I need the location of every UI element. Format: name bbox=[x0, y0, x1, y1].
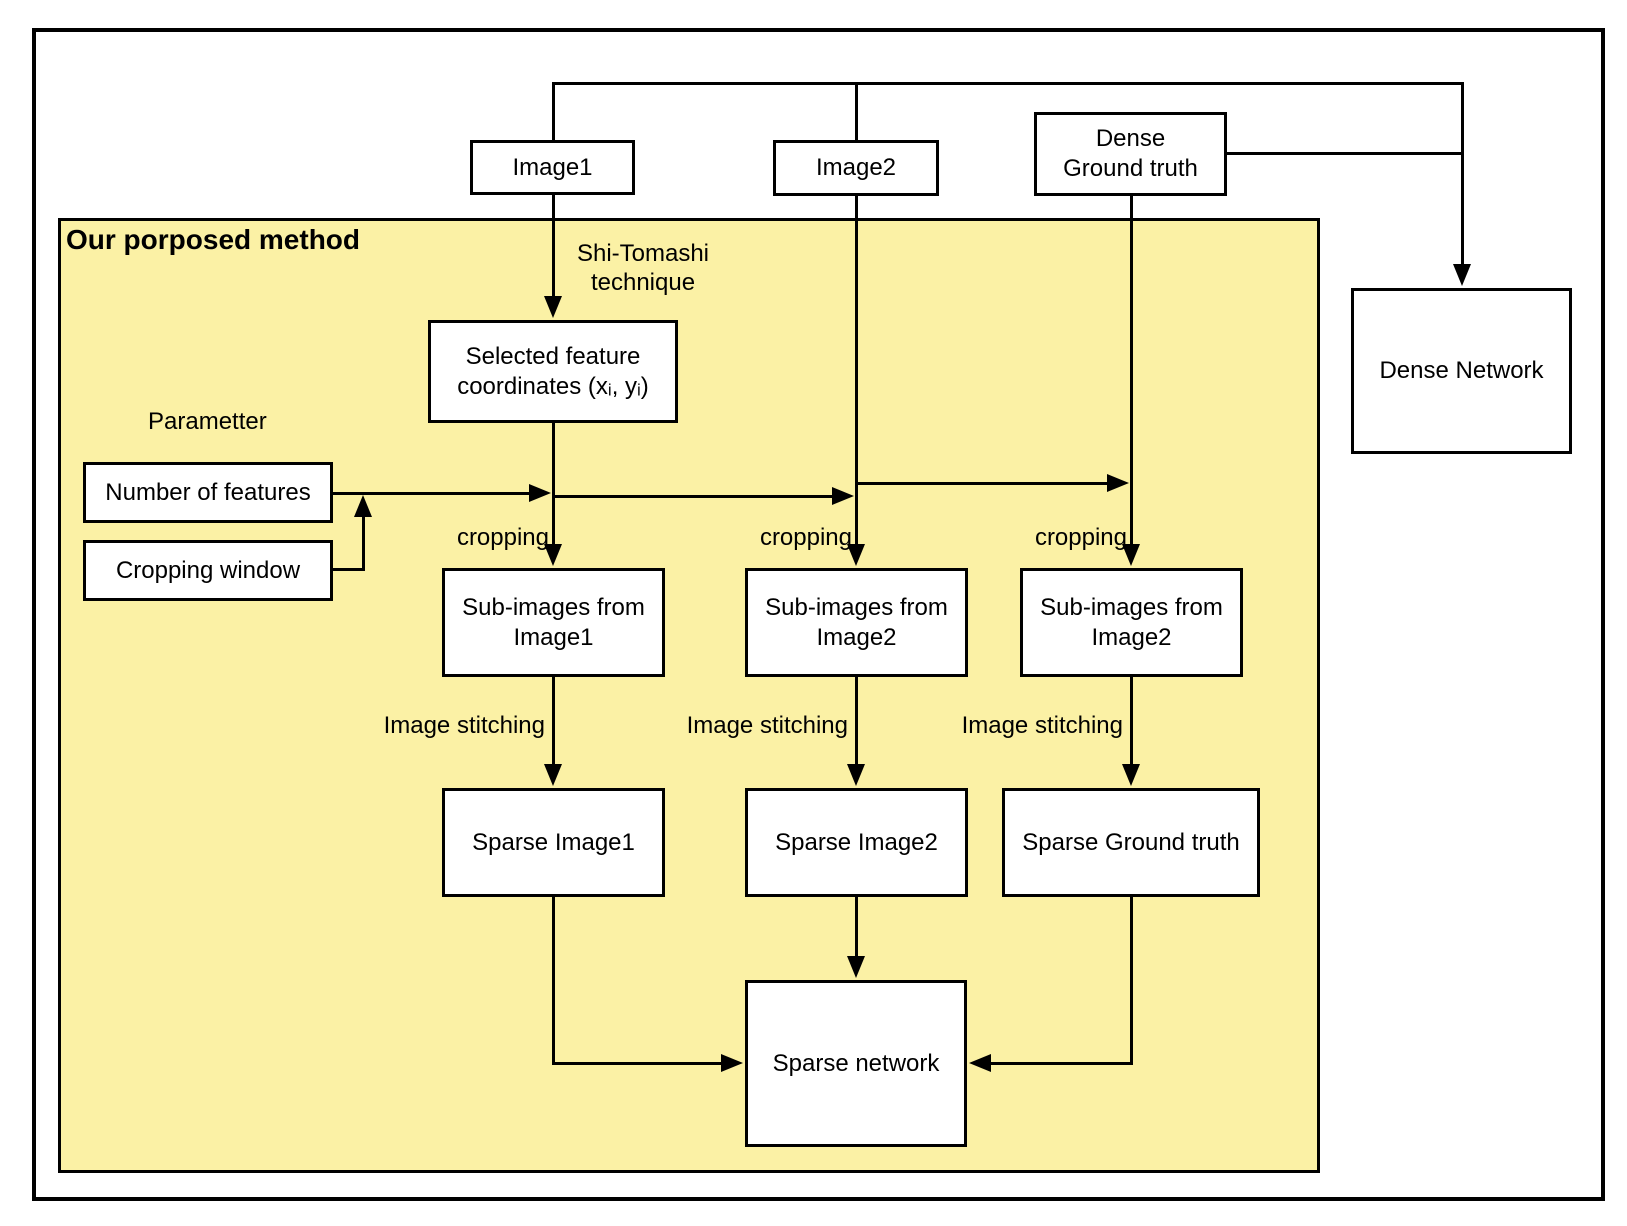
node-image1: Image1 bbox=[470, 140, 635, 195]
connector-sub1-to-sparse1 bbox=[552, 677, 555, 764]
node-cropping-window-label: Cropping window bbox=[115, 556, 301, 584]
arrowhead-into-sparse1 bbox=[544, 764, 562, 786]
connector-sparse1-down bbox=[552, 897, 555, 1065]
connector-parameters-seg1 bbox=[333, 492, 529, 495]
node-sparse-image2-label: Sparse Image2 bbox=[775, 828, 938, 856]
connector-top-to-image1 bbox=[552, 82, 555, 140]
node-sparse-image1: Sparse Image1 bbox=[442, 788, 665, 897]
node-selected-features: Selected feature coordinates (xᵢ, yᵢ) bbox=[428, 320, 678, 423]
connector-densegt-right bbox=[1227, 152, 1464, 155]
node-sparse-ground-truth: Sparse Ground truth bbox=[1002, 788, 1260, 897]
connector-sparsegt-down bbox=[1130, 897, 1133, 1065]
arrowhead-into-sub2 bbox=[847, 544, 865, 566]
arrowhead-croppingwindow-up bbox=[354, 495, 372, 517]
connector-top-line bbox=[552, 82, 1464, 85]
proposed-method-region bbox=[58, 218, 1320, 1173]
connector-sparse1-right bbox=[552, 1062, 721, 1065]
node-sub-images-1: Sub-images from Image1 bbox=[442, 568, 665, 677]
connector-croppingwindow-h bbox=[333, 568, 365, 571]
arrowhead-network-right bbox=[969, 1054, 991, 1072]
node-sub-images-1-label: Sub-images from Image1 bbox=[462, 593, 645, 651]
node-image2-label: Image2 bbox=[815, 154, 897, 181]
node-sparse-image2: Sparse Image2 bbox=[745, 788, 968, 897]
connector-croppingwindow-v bbox=[362, 515, 365, 571]
node-number-of-features: Number of features bbox=[83, 462, 333, 523]
connector-selected-to-sub1 bbox=[552, 423, 555, 544]
connector-parameters-seg2 bbox=[555, 495, 832, 498]
connector-top-to-dense-network bbox=[1461, 82, 1464, 264]
label-cropping-1: cropping bbox=[456, 524, 549, 551]
connector-sub2-to-sparse2 bbox=[855, 677, 858, 764]
node-dense-ground-truth-line2: Ground truth bbox=[1063, 155, 1198, 182]
arrowhead-into-selected bbox=[544, 296, 562, 318]
node-image2: Image2 bbox=[773, 140, 939, 196]
arrowhead-parameters-1 bbox=[529, 484, 551, 502]
node-image1-label: Image1 bbox=[512, 153, 593, 181]
arrowhead-into-sub3 bbox=[1122, 544, 1140, 566]
node-dense-network-label: Dense Network bbox=[1379, 357, 1544, 384]
node-cropping-window: Cropping window bbox=[83, 540, 333, 601]
connector-image1-to-selected bbox=[552, 195, 555, 296]
connector-sparse2-to-network bbox=[855, 897, 858, 956]
node-sparse-image1-label: Sparse Image1 bbox=[472, 828, 635, 856]
node-sub-images-2: Sub-images from Image2 bbox=[745, 568, 968, 677]
arrowhead-network-left bbox=[721, 1054, 743, 1072]
arrowhead-network-top bbox=[847, 956, 865, 978]
label-parameter: Parametter bbox=[148, 408, 267, 435]
label-image-stitching-2: Image stitching bbox=[686, 712, 848, 739]
label-image-stitching-1: Image stitching bbox=[383, 712, 545, 739]
node-sparse-network: Sparse network bbox=[745, 980, 967, 1147]
label-cropping-2: cropping bbox=[759, 524, 852, 551]
label-image-stitching-3: Image stitching bbox=[961, 712, 1123, 739]
arrowhead-into-dense-network bbox=[1453, 264, 1471, 286]
arrowhead-parameters-2 bbox=[832, 487, 854, 505]
connector-densegt-to-sub3 bbox=[1130, 196, 1133, 544]
node-sub-images-2-label: Sub-images from Image2 bbox=[765, 593, 948, 651]
connector-image2-to-sub2 bbox=[855, 196, 858, 544]
connector-sparsegt-left bbox=[991, 1062, 1133, 1065]
label-shi-tomashi: Shi-Tomashi technique bbox=[576, 240, 710, 296]
connector-top-to-image2 bbox=[855, 82, 858, 140]
node-dense-ground-truth: Dense Ground truth bbox=[1034, 112, 1227, 196]
arrowhead-into-sparsegt bbox=[1122, 764, 1140, 786]
node-selected-features-label: Selected feature coordinates (xᵢ, yᵢ) bbox=[457, 342, 649, 400]
region-title: Our porposed method bbox=[66, 224, 360, 255]
node-number-of-features-label: Number of features bbox=[105, 478, 311, 506]
node-dense-ground-truth-line1: Dense bbox=[1095, 125, 1166, 152]
arrowhead-into-sub1 bbox=[544, 544, 562, 566]
node-sparse-network-label: Sparse network bbox=[772, 1049, 940, 1077]
arrowhead-parameters-3 bbox=[1107, 474, 1129, 492]
connector-sub3-to-sparsegt bbox=[1130, 677, 1133, 764]
label-cropping-3: cropping bbox=[1034, 524, 1127, 551]
node-dense-network: Dense Network bbox=[1351, 288, 1572, 454]
connector-parameters-seg3 bbox=[858, 482, 1107, 485]
arrowhead-into-sparse2 bbox=[847, 764, 865, 786]
node-sparse-ground-truth-label: Sparse Ground truth bbox=[1022, 828, 1240, 856]
node-sub-images-3-label: Sub-images from Image2 bbox=[1040, 593, 1223, 651]
node-sub-images-3: Sub-images from Image2 bbox=[1020, 568, 1243, 677]
